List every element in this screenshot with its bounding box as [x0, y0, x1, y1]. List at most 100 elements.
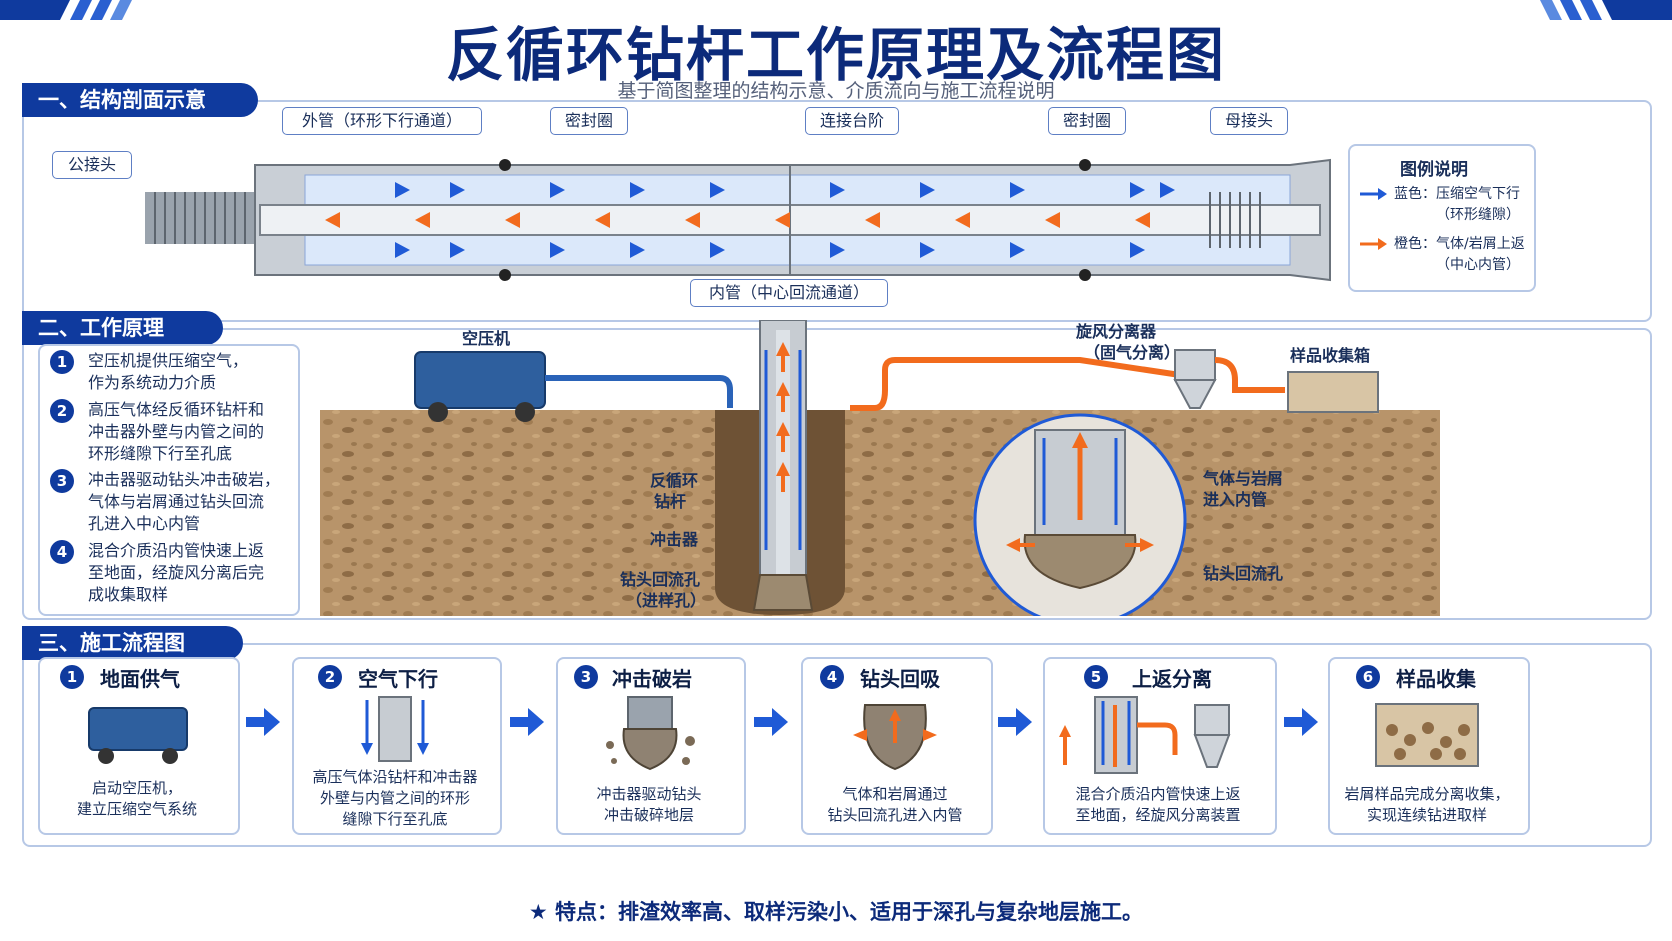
principle-3-line2: 气体与岩屑通过钻头回流	[88, 492, 265, 511]
legend-orange-label: 橙色：气体/岩屑上返	[1394, 236, 1525, 252]
step-desc-6-line2: 实现连续钻进取样	[1366, 806, 1487, 824]
rod-cross-section	[145, 158, 1331, 282]
principle-2-line3: 环形缝隙下行至孔底	[88, 444, 233, 463]
principle-4-line2: 至地面，经旋风分离后完	[88, 563, 265, 582]
legend-title: 图例说明	[1400, 160, 1468, 180]
air-down-icon	[361, 696, 429, 762]
step-num-3: 3	[574, 665, 598, 689]
label-step-joint: 连接台阶	[805, 107, 899, 135]
step-num-6: 6	[1356, 665, 1380, 689]
label-female-joint: 母接头	[1210, 107, 1288, 135]
step-desc-1: 启动空压机， 建立压缩空气系统	[38, 778, 236, 820]
principle-4: 混合介质沿内管快速上返 至地面，经旋风分离后完 成收集取样	[88, 540, 264, 606]
feature-text: ★ 特点：排渣效率高、取样污染小、适用于深孔与复杂地层施工。	[528, 900, 1144, 924]
step-desc-1-line2: 建立压缩空气系统	[76, 800, 197, 818]
label-seal-right: 密封圈	[1048, 107, 1126, 135]
legend-orange-sub: （中心内管）	[1436, 257, 1520, 273]
step-card-5	[1043, 657, 1277, 835]
principle-1-line2: 作为系统动力介质	[88, 373, 217, 392]
step-desc-5-line2: 至地面，经旋风分离装置	[1075, 806, 1241, 824]
label-cyclone-sub: （固气分离）	[1084, 343, 1181, 362]
principle-num-2: 2	[50, 399, 74, 423]
step-title-6: 样品收集	[1396, 667, 1476, 691]
step-desc-1-line1: 启动空压机，	[91, 779, 182, 797]
step-title-2: 空气下行	[358, 667, 438, 691]
step-desc-2-line2: 外壁与内管之间的环形	[319, 789, 470, 807]
step-desc-4: 气体和岩屑通过 钻头回流孔进入内管	[801, 784, 989, 826]
principle-3-line3: 孔进入中心内管	[88, 514, 201, 533]
principle-num-4: 4	[50, 540, 74, 564]
step-desc-3-line1: 冲击器驱动钻头	[596, 785, 702, 803]
flow-arrow-5	[1284, 708, 1318, 736]
flow-arrow-2	[510, 708, 544, 736]
label-outer-tube: 外管（环形下行通道）	[282, 107, 482, 135]
step-title-1: 地面供气	[100, 667, 180, 691]
label-cyclone: 旋风分离器	[1076, 322, 1157, 341]
principle-2-line1: 高压气体经反循环钻杆和	[88, 400, 265, 419]
step-desc-5: 混合介质沿内管快速上返 至地面，经旋风分离装置	[1043, 784, 1273, 826]
principle-1-line1: 空压机提供压缩空气，	[88, 351, 249, 370]
label-male-joint: 公接头	[52, 151, 132, 179]
principle-1: 空压机提供压缩空气， 作为系统动力介质	[88, 350, 248, 394]
principle-2-line2: 冲击器外壁与内管之间的	[88, 422, 265, 441]
legend-box	[1348, 144, 1536, 292]
section-1-header: 一、结构剖面示意	[22, 83, 258, 117]
orange-arrow-icon	[1360, 238, 1387, 250]
step-desc-4-line1: 气体和岩屑通过	[842, 785, 948, 803]
step-desc-3-line2: 冲击破碎地层	[603, 806, 694, 824]
label-hammer: 冲击器	[650, 530, 699, 549]
label-inner-tube: 内管（中心回流通道）	[690, 279, 888, 307]
step-desc-2: 高压气体沿钻杆和冲击器 外壁与内管之间的环形 缝隙下行至孔底	[292, 767, 498, 830]
principle-4-line3: 成收集取样	[88, 585, 169, 604]
step-desc-4-line2: 钻头回流孔进入内管	[827, 806, 963, 824]
principle-4-line1: 混合介质沿内管快速上返	[88, 541, 265, 560]
page-title: 反循环钻杆工作原理及流程图	[445, 21, 1226, 89]
step-num-5: 5	[1084, 665, 1108, 689]
principle-2: 高压气体经反循环钻杆和 冲击器外壁与内管之间的 环形缝隙下行至孔底	[88, 399, 264, 465]
label-zoom-in: 气体与岩屑	[1203, 469, 1284, 488]
step-title-5: 上返分离	[1132, 667, 1212, 691]
step-num-2: 2	[318, 665, 342, 689]
compressor-icon	[88, 707, 188, 764]
page-subtitle: 基于简图整理的结构示意、介质流向与施工流程说明	[617, 80, 1055, 102]
flow-arrow-4	[998, 708, 1032, 736]
step-desc-2-line3: 缝隙下行至孔底	[342, 810, 448, 828]
principle-num-3: 3	[50, 469, 74, 493]
step-desc-6: 岩屑样品完成分离收集， 实现连续钻进取样	[1328, 784, 1526, 826]
label-rc-rod-1: 反循环	[650, 471, 699, 490]
corner-decoration-right	[1540, 0, 1672, 20]
label-seal-left: 密封圈	[550, 107, 628, 135]
principle-num-1: 1	[50, 350, 74, 374]
step-desc-2-line1: 高压气体沿钻杆和冲击器	[312, 768, 478, 786]
blue-arrow-icon	[1360, 188, 1387, 200]
flow-arrow-1	[246, 708, 280, 736]
step-num-1: 1	[60, 665, 84, 689]
principle-list	[38, 344, 300, 616]
step-desc-6-line1: 岩屑样品完成分离收集，	[1344, 785, 1510, 803]
step-num-4: 4	[820, 665, 844, 689]
step-desc-5-line1: 混合介质沿内管快速上返	[1075, 785, 1241, 803]
step-title-3: 冲击破岩	[612, 667, 692, 691]
section-2-header: 二、工作原理	[22, 311, 223, 345]
step-desc-3: 冲击器驱动钻头 冲击破碎地层	[556, 784, 742, 826]
drill-bit-icon	[606, 696, 695, 771]
section-3-header: 三、施工流程图	[22, 626, 243, 660]
legend-blue-sub: （环形缝隙）	[1436, 207, 1520, 223]
label-zoom-hole: 钻头回流孔	[1203, 564, 1284, 583]
principle-3-line1: 冲击器驱动钻头冲击破岩，	[88, 470, 281, 489]
label-bit-hole-sub: （进样孔）	[626, 591, 707, 610]
principle-3: 冲击器驱动钻头冲击破岩， 气体与岩屑通过钻头回流 孔进入中心内管	[88, 469, 280, 535]
legend-blue-label: 蓝色：压缩空气下行	[1394, 186, 1520, 202]
label-zoom-in-2: 进入内管	[1203, 490, 1268, 509]
separation-icon	[1059, 696, 1231, 774]
label-rc-rod-2: 钻杆	[654, 492, 687, 511]
bit-suction-icon	[853, 704, 937, 771]
label-compressor: 空压机	[462, 329, 511, 348]
drilling-scene	[320, 320, 1440, 616]
sample-box-icon	[1375, 703, 1479, 767]
step-title-4: 钻头回吸	[860, 667, 940, 691]
label-sample-box: 样品收集箱	[1290, 346, 1371, 365]
label-bit-hole: 钻头回流孔	[620, 570, 701, 589]
corner-decoration-left	[0, 0, 132, 20]
flow-arrow-3	[754, 708, 788, 736]
